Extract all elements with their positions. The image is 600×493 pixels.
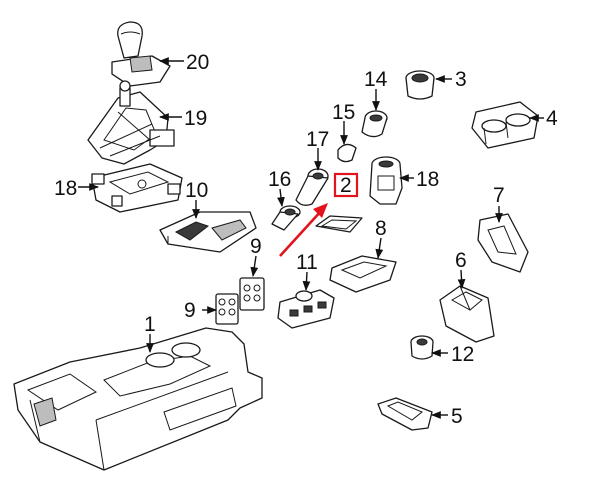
callout-8: 8 [375, 217, 387, 240]
highlight-box [333, 172, 359, 198]
callout-20: 20 [186, 51, 209, 74]
dual-cup-holder-drawing [471, 101, 539, 149]
callout-13: 14 [364, 68, 388, 91]
shifter-assembly-drawing [87, 80, 175, 165]
storage-tray-drawing [329, 255, 397, 293]
callout-11: 11 [296, 251, 318, 274]
shifter-base-bracket-drawing [91, 163, 183, 213]
callout-labels: 20 19 18 10 16 17 15 14 3 4 18 2 7 8 9 9… [54, 51, 558, 428]
clip-drawing [337, 143, 357, 163]
leader-16 [277, 188, 285, 207]
callout-2: 2 [340, 174, 352, 197]
callout-4: 4 [546, 107, 558, 130]
side-trim-panel-drawing [477, 213, 529, 273]
plug-drawing [410, 335, 434, 360]
callout-19: 18 [54, 177, 77, 200]
callout-1: 1 [144, 313, 156, 336]
callout-10: 10 [185, 179, 208, 202]
cup-holder-assembly-drawing [369, 156, 403, 205]
callout-9a: 9 [250, 235, 262, 258]
callout-5: 5 [451, 405, 463, 428]
callout-7: 7 [493, 184, 505, 207]
leader-11 [302, 271, 311, 291]
switch-panel-drawing [277, 289, 335, 329]
liner-mat-drawing [315, 215, 363, 233]
callout-15: 17 [306, 128, 329, 151]
console-body-drawing [13, 327, 263, 471]
power-socket-drawing [295, 168, 329, 206]
callout-16: 16 [268, 168, 291, 191]
socket-insert-drawing [361, 110, 388, 138]
highlight-arrow [279, 203, 328, 257]
callout-14: 15 [332, 101, 355, 124]
callout-6: 6 [455, 249, 467, 272]
trim-strip-drawing [377, 397, 433, 431]
leader-8 [375, 237, 384, 259]
callout-3: 3 [455, 68, 467, 91]
leader-6 [457, 269, 466, 289]
switch-pack-left-drawing [215, 293, 239, 325]
storage-bin-drawing [439, 285, 495, 343]
cup-insert-drawing [405, 70, 435, 100]
callout-9b: 9 [184, 299, 196, 322]
shifter-bezel-drawing [159, 211, 257, 253]
shift-knob-boot-drawing [111, 21, 171, 87]
leader-9a [250, 255, 259, 277]
switch-pack-right-drawing [239, 277, 265, 311]
callout-17: 18 [416, 168, 439, 191]
callout-12: 12 [451, 343, 474, 366]
callout-18: 19 [184, 107, 207, 130]
socket-small-drawing [271, 205, 301, 231]
callout-leaders [78, 57, 544, 419]
